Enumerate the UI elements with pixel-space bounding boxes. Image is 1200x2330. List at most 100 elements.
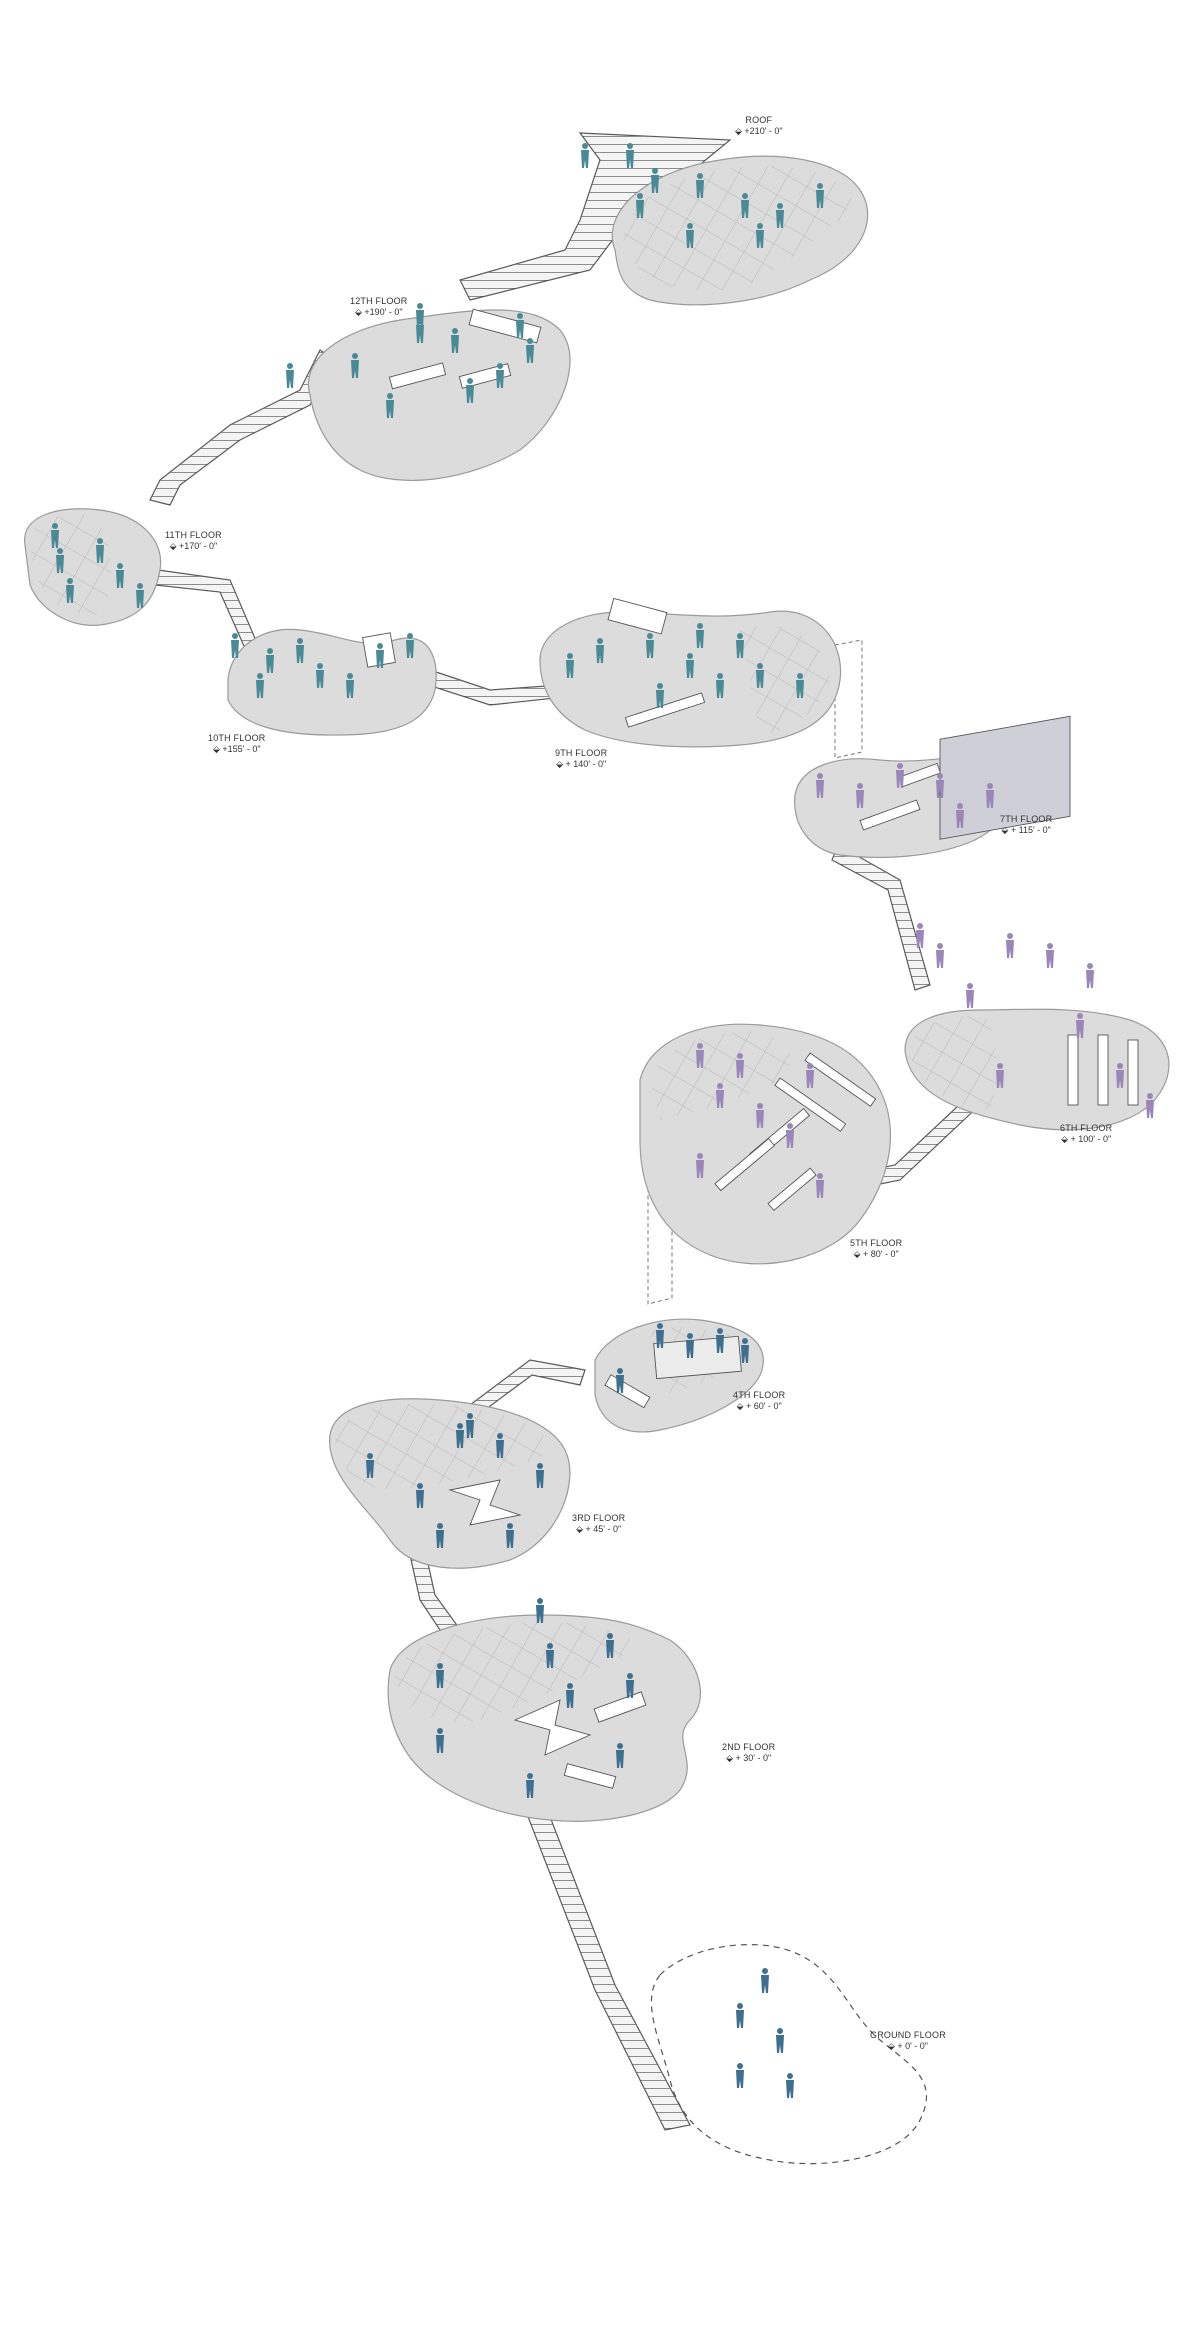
person-head [527, 1773, 533, 1779]
person-body [266, 655, 274, 673]
floor-elevation: ⬙ + 30' - 0" [726, 1753, 772, 1763]
person-head [762, 1968, 768, 1974]
floor-name: ROOF [745, 115, 773, 125]
person-figure [646, 633, 654, 658]
grid-11 [29, 514, 112, 615]
person-body [651, 175, 659, 193]
desk [1097, 1034, 1109, 1106]
person-figure [566, 1683, 574, 1708]
person-head [897, 763, 903, 769]
person-body [416, 1490, 424, 1508]
person-head [287, 363, 293, 369]
person-head [647, 633, 653, 639]
person-figure [936, 773, 944, 798]
person-head [687, 653, 693, 659]
floor-name: 2ND FLOOR [722, 1742, 776, 1752]
person-figure [736, 1053, 744, 1078]
person-body [436, 1530, 444, 1548]
person-figure [686, 653, 694, 678]
floor-name: 5TH FLOOR [850, 1238, 903, 1248]
person-head [617, 1743, 623, 1749]
person-figure [756, 1103, 764, 1128]
person-body [296, 645, 304, 663]
person-head [737, 2063, 743, 2069]
person-head [52, 523, 58, 529]
person-body [816, 190, 824, 208]
person-figure [696, 1043, 704, 1068]
label-ground: GROUND FLOOR ⬙ + 0' - 0" [870, 2030, 946, 2052]
person-figure [376, 643, 384, 668]
grid-5 [650, 1031, 791, 1120]
person-figure [896, 763, 904, 788]
person-figure [56, 548, 64, 573]
person-figure [756, 663, 764, 688]
person-head [457, 1423, 463, 1429]
floor-name: 9TH FLOOR [555, 748, 608, 758]
person-body [566, 1690, 574, 1708]
person-head [67, 578, 73, 584]
person-body [386, 400, 394, 418]
person-figure [616, 1743, 624, 1768]
person-head [137, 583, 143, 589]
person-body [686, 660, 694, 678]
floor-name: 11TH FLOOR [165, 530, 222, 540]
person-figure [1076, 1013, 1084, 1038]
person-body [466, 1420, 474, 1438]
floor-elevation: ⬙ + 60' - 0" [736, 1401, 782, 1411]
person-body [616, 1375, 624, 1393]
label-10: 10TH FLOOR ⬙ +155' - 0" [208, 733, 266, 755]
person-head [967, 983, 973, 989]
person-body [756, 1110, 764, 1128]
label-11: 11TH FLOOR ⬙ +170' - 0" [165, 530, 222, 552]
person-body [756, 230, 764, 248]
person-head [297, 638, 303, 644]
person-body [436, 1735, 444, 1753]
person-body [286, 370, 294, 388]
person-body [786, 1130, 794, 1148]
desk [1127, 1039, 1139, 1106]
person-figure [816, 1173, 824, 1198]
person-body [316, 670, 324, 688]
stair-12-11 [149, 349, 336, 506]
person-body [116, 570, 124, 588]
person-head [757, 1103, 763, 1109]
person-head [517, 313, 523, 319]
person-body [606, 1640, 614, 1658]
person-figure [936, 943, 944, 968]
person-head [387, 393, 393, 399]
person-figure [526, 338, 534, 363]
person-body [816, 780, 824, 798]
person-figure [736, 633, 744, 658]
person-head [567, 653, 573, 659]
person-figure [786, 1123, 794, 1148]
person-body [506, 1530, 514, 1548]
person-head [657, 683, 663, 689]
cross-table [513, 1699, 592, 1756]
person-head [597, 638, 603, 644]
person-head [737, 2003, 743, 2009]
person-figure [506, 1523, 514, 1548]
plate-12 [307, 309, 571, 482]
person-figure [696, 173, 704, 198]
cross-table [448, 1479, 522, 1526]
person-head [697, 173, 703, 179]
person-figure [761, 1968, 769, 1993]
person-head [807, 1063, 813, 1069]
person-head [452, 328, 458, 334]
person-body [546, 1650, 554, 1668]
person-body [696, 180, 704, 198]
person-head [537, 1598, 543, 1604]
person-head [937, 773, 943, 779]
floor-name: 10TH FLOOR [208, 733, 266, 743]
person-figure [1116, 1063, 1124, 1088]
floor-elevation: ⬙ + 80' - 0" [853, 1249, 899, 1259]
person-head [97, 538, 103, 544]
person-body [686, 230, 694, 248]
desk [804, 1052, 877, 1107]
label-4: 4TH FLOOR ⬙ + 60' - 0" [733, 1390, 785, 1412]
person-body [616, 1750, 624, 1768]
person-body [566, 660, 574, 678]
person-figure [741, 193, 749, 218]
person-head [857, 783, 863, 789]
